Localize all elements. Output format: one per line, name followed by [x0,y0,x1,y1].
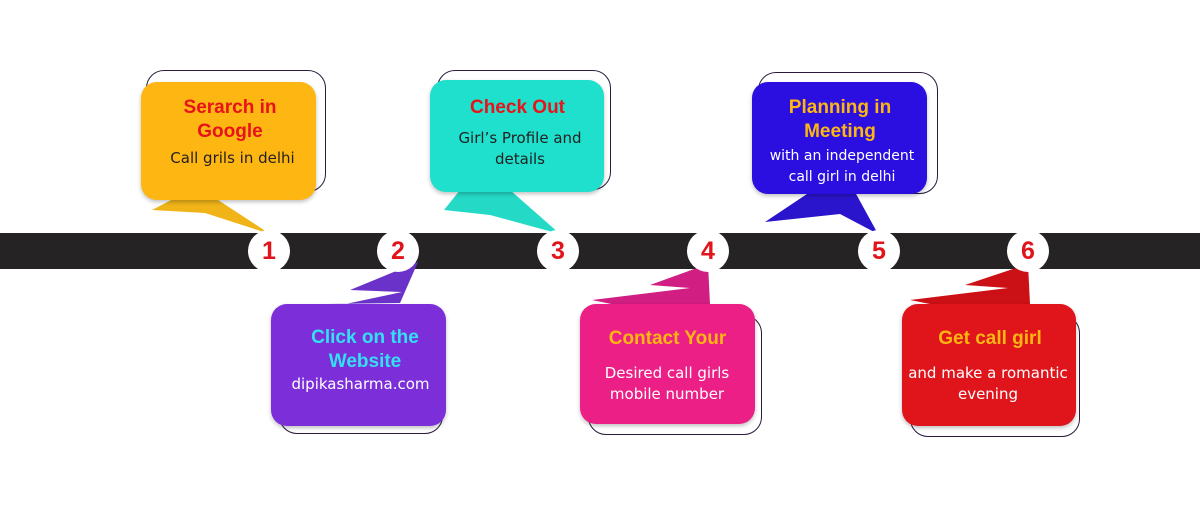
step-5-desc: with an independent call girl in delhi [769,148,915,185]
step-2-number: 2 [377,230,419,272]
step-1-number: 1 [248,230,290,272]
step-6-title: Get call girl [938,328,1042,349]
step-1-card [141,82,316,200]
step-3-desc: Girl’s Profile and details [458,129,582,168]
step-5-number: 5 [858,230,900,272]
step-4-card [580,304,755,424]
step-1-title: Serarch in Google [183,97,277,142]
step-4-title: Contact Your [608,328,727,349]
step-5-card [752,82,927,194]
step-2-title: Click on the Website [311,327,419,372]
step-2-card [271,304,446,426]
step-2-desc: dipikasharma.com [291,375,430,393]
step-3-number: 3 [537,230,579,272]
step-5-title: Planning in Meeting [788,97,892,142]
step-3-title: Check Out [469,97,566,118]
step-1-desc: Call grils in delhi [170,149,295,167]
step-6-card [902,304,1076,426]
step-4-number: 4 [687,230,729,272]
step-6-number: 6 [1007,230,1049,272]
step-6-desc: and make a romantic evening [908,364,1068,403]
step-3-card [430,80,604,192]
timeline-bar [0,233,1200,269]
step-4-desc: Desired call girls mobile number [604,364,730,403]
